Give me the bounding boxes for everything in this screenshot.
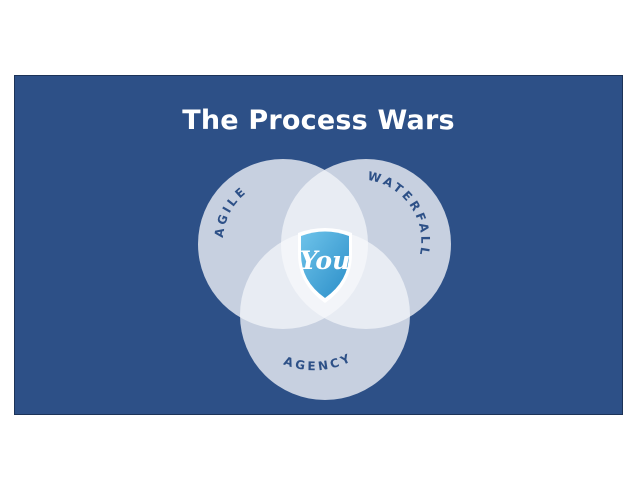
slide-title: The Process Wars [182,105,455,136]
slide: The Process Wars [14,75,623,415]
center-label: You [300,246,351,275]
shield-icon [298,228,352,303]
venn-diagram: AGILE WATERFALL AGENCY You [198,159,451,400]
